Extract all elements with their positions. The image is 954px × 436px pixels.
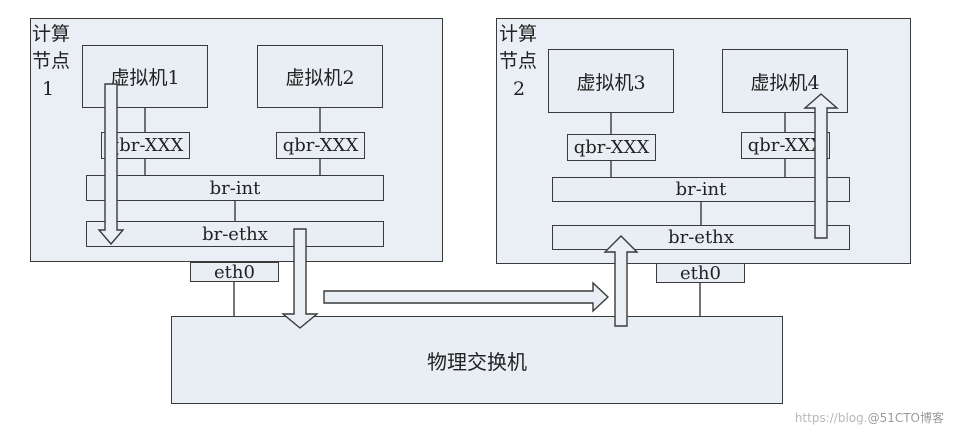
qbr-bridge-4[interactable]: qbr-XXX bbox=[741, 132, 830, 159]
eth0-interface-1[interactable]: eth0 bbox=[190, 262, 279, 283]
br-int-bridge-1[interactable]: br-int bbox=[86, 175, 384, 201]
watermark-brand: @51CTO博客 bbox=[867, 411, 944, 425]
br-ethx-bridge-1[interactable]: br-ethx bbox=[86, 221, 384, 247]
compute-node-2-label-line1: 计算 bbox=[499, 23, 538, 45]
qbr-bridge-1[interactable]: qbr-XXX bbox=[101, 132, 190, 159]
eth0-interface-2[interactable]: eth0 bbox=[656, 263, 745, 284]
vm-3[interactable]: 虚拟机3 bbox=[548, 49, 674, 113]
br-int-bridge-2[interactable]: br-int bbox=[552, 177, 850, 202]
qbr-bridge-2[interactable]: qbr-XXX bbox=[276, 132, 365, 159]
compute-node-2-label-line3: 2 bbox=[513, 78, 526, 100]
vm-2[interactable]: 虚拟机2 bbox=[257, 45, 383, 108]
physical-switch[interactable]: 物理交换机 bbox=[171, 316, 783, 404]
flow-arrow-right-across bbox=[323, 281, 610, 313]
vm-4[interactable]: 虚拟机4 bbox=[722, 49, 848, 113]
br-ethx-bridge-2[interactable]: br-ethx bbox=[552, 225, 850, 250]
compute-node-1-label-line2: 节点 bbox=[32, 50, 71, 72]
compute-node-1-label-line1: 计算 bbox=[32, 23, 71, 45]
vm-1[interactable]: 虚拟机1 bbox=[82, 45, 208, 108]
compute-node-2-label-line2: 节点 bbox=[499, 50, 538, 72]
watermark-prefix: https://blog. bbox=[794, 411, 868, 425]
compute-node-1-label-line3: 1 bbox=[42, 78, 55, 100]
watermark: https://blog.@51CTO博客 bbox=[795, 409, 944, 426]
qbr-bridge-3[interactable]: qbr-XXX bbox=[567, 134, 656, 161]
